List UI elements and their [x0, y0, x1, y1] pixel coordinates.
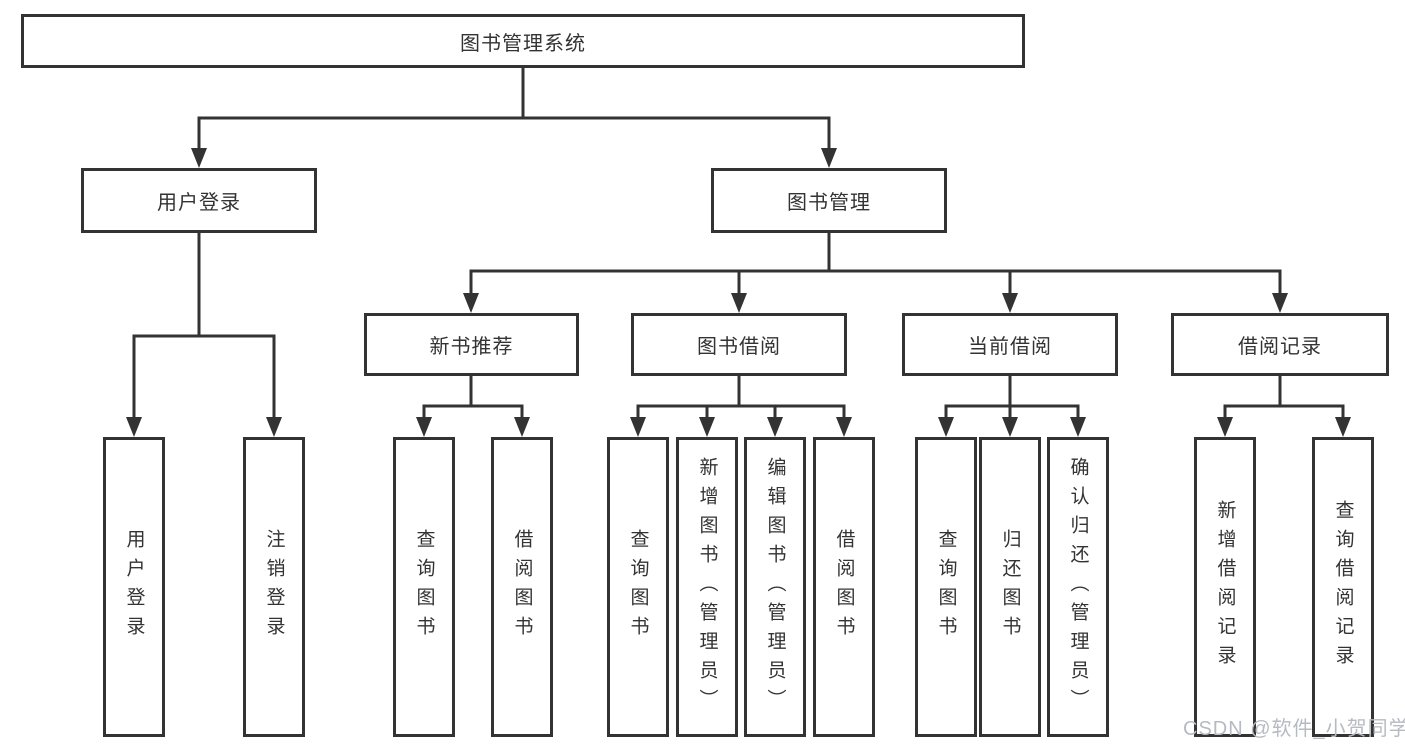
leaf-return-books-label: 归还图书: [999, 529, 1021, 645]
arrowhead: [836, 417, 852, 437]
connector-root-to-level2: [197, 68, 831, 150]
leaf-edit-book-admin: 编辑图书（管理员）: [744, 437, 806, 737]
arrowhead: [767, 417, 783, 437]
arrowhead: [1002, 293, 1018, 313]
leaf-add-borrow-record-label: 新增借阅记录: [1214, 500, 1236, 674]
arrowhead: [1335, 417, 1351, 437]
leaf-edit-book-admin-label: 编辑图书（管理员）: [764, 456, 786, 718]
leaf-query-books-current-label: 查询图书: [935, 529, 957, 645]
leaf-query-borrow-record: 查询借阅记录: [1312, 437, 1374, 737]
leaf-add-book-admin: 新增图书（管理员）: [676, 437, 738, 737]
arrowhead: [699, 417, 715, 437]
arrowhead: [191, 148, 207, 168]
leaf-query-borrow-record-label: 查询借阅记录: [1332, 500, 1354, 674]
node-user-login: 用户登录: [81, 168, 317, 233]
node-borrowing-records-label: 借阅记录: [1238, 336, 1322, 358]
leaf-logout-label: 注销登录: [263, 529, 285, 645]
node-book-management: 图书管理: [711, 168, 947, 233]
arrowhead: [514, 417, 530, 437]
leaf-borrow-books-recommend-label: 借阅图书: [511, 529, 533, 645]
leaf-query-books-recommend-label: 查询图书: [413, 529, 435, 645]
csdn-watermark: CSDN @软件_小贺同学: [1183, 718, 1405, 740]
leaf-confirm-return-admin: 确认归还（管理员）: [1047, 437, 1109, 737]
connector-newbook-to-leaves: [422, 376, 524, 421]
arrowhead: [1002, 417, 1018, 437]
arrowheads: [126, 148, 1351, 437]
arrowhead: [463, 293, 479, 313]
leaf-borrow-books-recommend: 借阅图书: [491, 437, 553, 737]
arrowhead: [1070, 417, 1086, 437]
arrowhead: [938, 417, 954, 437]
arrowhead: [731, 293, 747, 313]
leaf-user-login-label: 用户登录: [123, 529, 145, 645]
connector-records-to-leaves: [1223, 376, 1345, 421]
arrowhead: [416, 417, 432, 437]
node-root: 图书管理系统: [21, 14, 1025, 68]
connector-bookmgmt-to-level3: [469, 233, 1282, 295]
leaf-query-books-borrowing-label: 查询图书: [627, 529, 649, 645]
leaf-query-books-borrowing: 查询图书: [607, 437, 669, 737]
connector-userlogin-to-leaves: [132, 233, 276, 419]
arrowhead: [266, 417, 282, 437]
arrowhead: [821, 148, 837, 168]
node-new-book-recommend-label: 新书推荐: [429, 336, 514, 358]
node-root-label: 图书管理系统: [460, 32, 586, 55]
node-current-borrowing: 当前借阅: [902, 313, 1118, 376]
node-new-book-recommend: 新书推荐: [364, 313, 579, 376]
leaf-confirm-return-admin-label: 确认归还（管理员）: [1067, 456, 1089, 718]
leaf-borrow-books-borrowing: 借阅图书: [813, 437, 875, 737]
leaf-add-borrow-record: 新增借阅记录: [1194, 437, 1256, 737]
leaf-return-books: 归还图书: [979, 437, 1041, 737]
leaf-borrow-books-borrowing-label: 借阅图书: [833, 529, 855, 645]
connector-bookborrow-to-leaves: [636, 376, 846, 421]
node-user-login-label: 用户登录: [157, 192, 241, 214]
arrowhead: [126, 417, 142, 437]
leaf-add-book-admin-label: 新增图书（管理员）: [696, 456, 718, 718]
node-book-borrowing-label: 图书借阅: [697, 336, 781, 358]
node-book-management-label: 图书管理: [787, 192, 871, 214]
node-borrowing-records: 借阅记录: [1171, 313, 1389, 376]
node-book-borrowing: 图书借阅: [631, 313, 847, 376]
leaf-query-books-recommend: 查询图书: [393, 437, 455, 737]
connector-lines: [132, 68, 1345, 421]
node-current-borrowing-label: 当前借阅: [968, 336, 1052, 358]
leaf-user-login: 用户登录: [103, 437, 165, 737]
leaf-logout: 注销登录: [243, 437, 305, 737]
leaf-query-books-current: 查询图书: [915, 437, 977, 737]
arrowhead: [1217, 417, 1233, 437]
arrowhead: [630, 417, 646, 437]
arrowhead: [1272, 293, 1288, 313]
connector-currentborrow-to-leaves: [944, 376, 1080, 421]
